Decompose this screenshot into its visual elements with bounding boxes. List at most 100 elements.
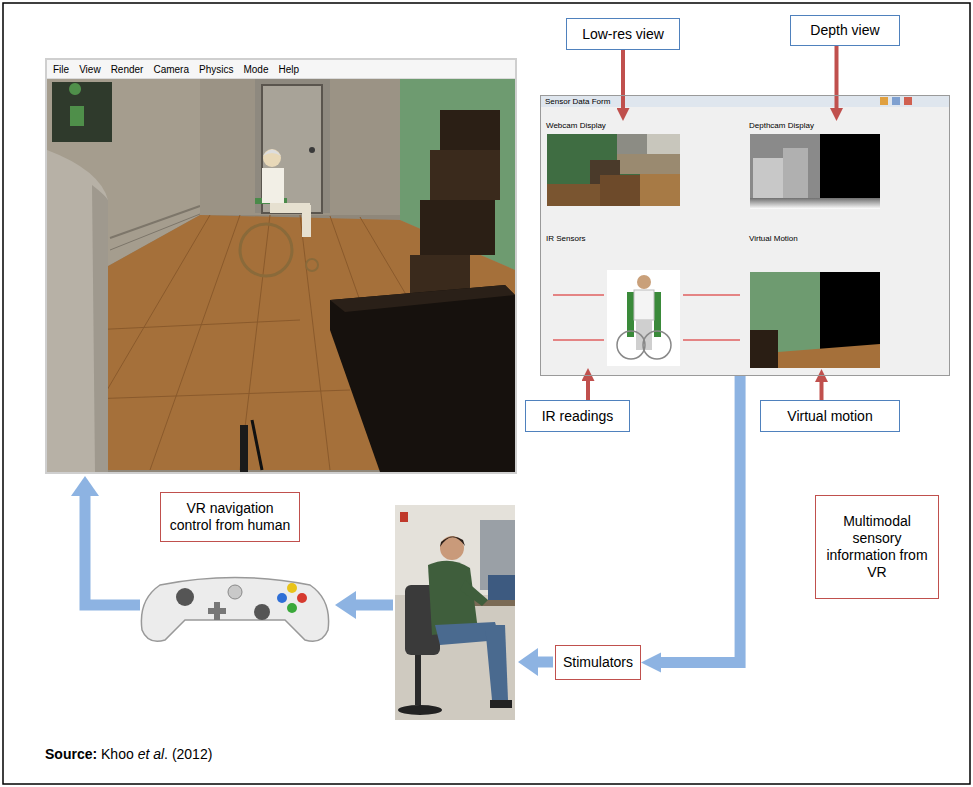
flow-arrows xyxy=(335,591,356,619)
window-title: Sensor Data Form xyxy=(541,96,949,108)
person-photo xyxy=(490,700,512,708)
game-controller xyxy=(297,593,307,603)
virtual-motion-image xyxy=(750,330,778,368)
callout-text: Virtual motion xyxy=(787,408,872,425)
virtual-motion-image xyxy=(778,344,880,368)
vr-scene xyxy=(255,78,330,213)
panel-title: Virtual Motion xyxy=(749,234,883,244)
vr-scene xyxy=(440,110,500,150)
vr-scene xyxy=(52,82,112,142)
citation-text: et al xyxy=(138,746,164,762)
depth-image xyxy=(750,198,880,209)
vr-scene xyxy=(300,215,330,470)
ir-image xyxy=(634,290,654,320)
vr-scene xyxy=(252,420,262,470)
callout-text: Low-res view xyxy=(582,26,664,43)
depth-image xyxy=(750,134,880,209)
callout-box: Depth view xyxy=(790,15,900,46)
panel-title: IR Sensors xyxy=(546,234,682,244)
sensor-window-art xyxy=(540,95,950,376)
virtual-motion-image xyxy=(750,272,880,368)
person-photo xyxy=(485,625,508,700)
wheelchair-avatar xyxy=(263,149,281,167)
process-label-box: VR navigation control from human xyxy=(160,492,300,542)
person-photo xyxy=(440,536,464,560)
display-panel: IR Sensors xyxy=(546,234,682,368)
game-controller xyxy=(141,578,328,642)
sensor-window-art xyxy=(904,97,912,105)
display-panel: Depthcam Display xyxy=(749,121,883,211)
vr-window: FileViewRenderCameraPhysicsModeHelp xyxy=(45,58,517,474)
game-controller xyxy=(208,602,226,620)
vr-scene xyxy=(92,185,108,472)
ir-image xyxy=(607,270,680,366)
vr-scene xyxy=(240,425,248,472)
game-controller xyxy=(141,578,328,642)
person-photo xyxy=(488,575,515,603)
menu-item: Help xyxy=(278,64,299,75)
menu-item: File xyxy=(53,64,69,75)
menu-item: Physics xyxy=(199,64,233,75)
ir-image xyxy=(636,320,652,350)
vr-scene xyxy=(200,78,400,215)
webcam-image xyxy=(640,174,680,206)
depth-image xyxy=(783,148,808,200)
wheelchair-avatar xyxy=(262,168,284,203)
sensor-window-art xyxy=(880,97,888,105)
callout-arrow xyxy=(586,381,590,400)
callout-arrow xyxy=(835,46,839,108)
callout-box: Low-res view xyxy=(566,18,680,50)
sensor-window-art xyxy=(892,97,900,105)
menu-item: Camera xyxy=(153,64,189,75)
callout-text: Depth view xyxy=(810,22,879,39)
ir-image xyxy=(643,331,671,359)
ir-image xyxy=(637,275,651,289)
wheelchair-avatar xyxy=(240,224,292,276)
flow-arrows xyxy=(85,494,140,605)
ir-image xyxy=(627,292,634,337)
ir-image xyxy=(553,270,740,366)
ir-image xyxy=(683,294,740,296)
vr-scene xyxy=(330,285,515,312)
callout-arrow xyxy=(820,382,824,400)
process-label-box: Multimodal sensory information from VR xyxy=(815,495,939,599)
wheelchair-avatar xyxy=(306,259,318,271)
sensor-window-art xyxy=(540,95,950,107)
vr-scene xyxy=(47,78,515,472)
callout-arrow xyxy=(621,50,625,108)
webcam-image xyxy=(647,134,680,154)
flow-arrows xyxy=(71,476,99,496)
wheelchair-avatar xyxy=(263,150,281,157)
person-photo xyxy=(395,505,515,720)
menu-item: Mode xyxy=(243,64,268,75)
game-controller xyxy=(254,604,270,620)
figure-frame xyxy=(3,3,970,784)
menu-item: Render xyxy=(111,64,144,75)
flow-arrows xyxy=(71,476,553,676)
vr-scene xyxy=(330,285,515,472)
box-text: Stimulators xyxy=(563,654,633,671)
webcam-image xyxy=(547,134,680,206)
menu-bar: FileViewRenderCameraPhysicsModeHelp xyxy=(47,60,515,79)
game-controller xyxy=(277,593,287,603)
ir-image xyxy=(553,339,604,341)
webcam-image xyxy=(547,134,680,206)
webcam-image xyxy=(600,175,640,206)
person-photo xyxy=(440,536,465,547)
vr-scene xyxy=(150,215,240,470)
vr-scene xyxy=(47,78,515,472)
box-text: VR navigation control from human xyxy=(167,500,293,534)
process-label-box: Stimulators xyxy=(555,645,641,680)
ir-image xyxy=(683,339,740,341)
vr-scene xyxy=(262,85,322,213)
callout-box: Virtual motion xyxy=(760,400,900,432)
source-heading: Source: xyxy=(45,746,97,762)
callout-text: IR readings xyxy=(542,408,614,425)
wheelchair-avatar xyxy=(302,205,311,237)
source-line: Source:Khooet al. (2012) xyxy=(45,746,212,762)
panel-title: Webcam Display xyxy=(546,121,682,131)
person-photo xyxy=(460,580,488,606)
sensor-window-art xyxy=(540,95,950,376)
vr-scene xyxy=(69,83,84,126)
